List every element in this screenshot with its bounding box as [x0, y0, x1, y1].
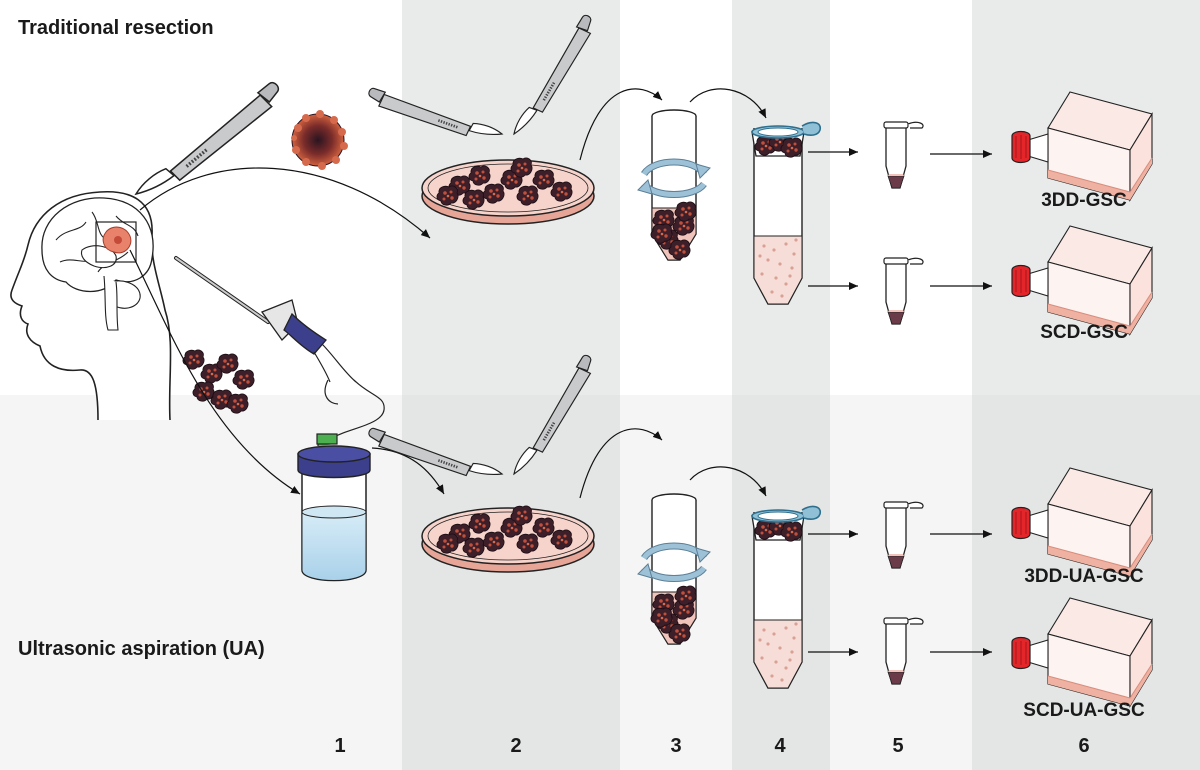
- ultrasonic-aspiration-label: Ultrasonic aspiration (UA): [18, 638, 265, 660]
- step-number-1: 1: [334, 735, 345, 757]
- step-number-4: 4: [774, 735, 786, 757]
- tumor-mass: [291, 110, 348, 170]
- ultrasonic-aspirator-icon: [174, 256, 385, 437]
- petri-dish-bottom: [422, 506, 594, 572]
- flow-arrows: [129, 88, 992, 656]
- output-label-3dd-gsc: 3DD-GSC: [1041, 190, 1127, 211]
- head-brain-illustration: [10, 190, 172, 421]
- step-number-3: 3: [670, 735, 681, 757]
- scalpel-icon: [134, 80, 281, 196]
- microtube-1: [883, 121, 924, 189]
- microtube-2: [883, 257, 924, 325]
- aspiration-canister: [297, 433, 371, 582]
- traditional-resection-label: Traditional resection: [18, 17, 214, 39]
- centrifuge-tube-top: [638, 110, 710, 260]
- step-number-5: 5: [892, 735, 903, 757]
- step-number-6: 6: [1078, 735, 1089, 757]
- output-label-scd-ua-gsc: SCD-UA-GSC: [1023, 700, 1145, 721]
- output-label-3dd-ua-gsc: 3DD-UA-GSC: [1024, 566, 1144, 587]
- output-label-scd-gsc: SCD-GSC: [1040, 322, 1128, 343]
- step-number-2: 2: [510, 735, 521, 757]
- petri-dish-top: [422, 158, 594, 224]
